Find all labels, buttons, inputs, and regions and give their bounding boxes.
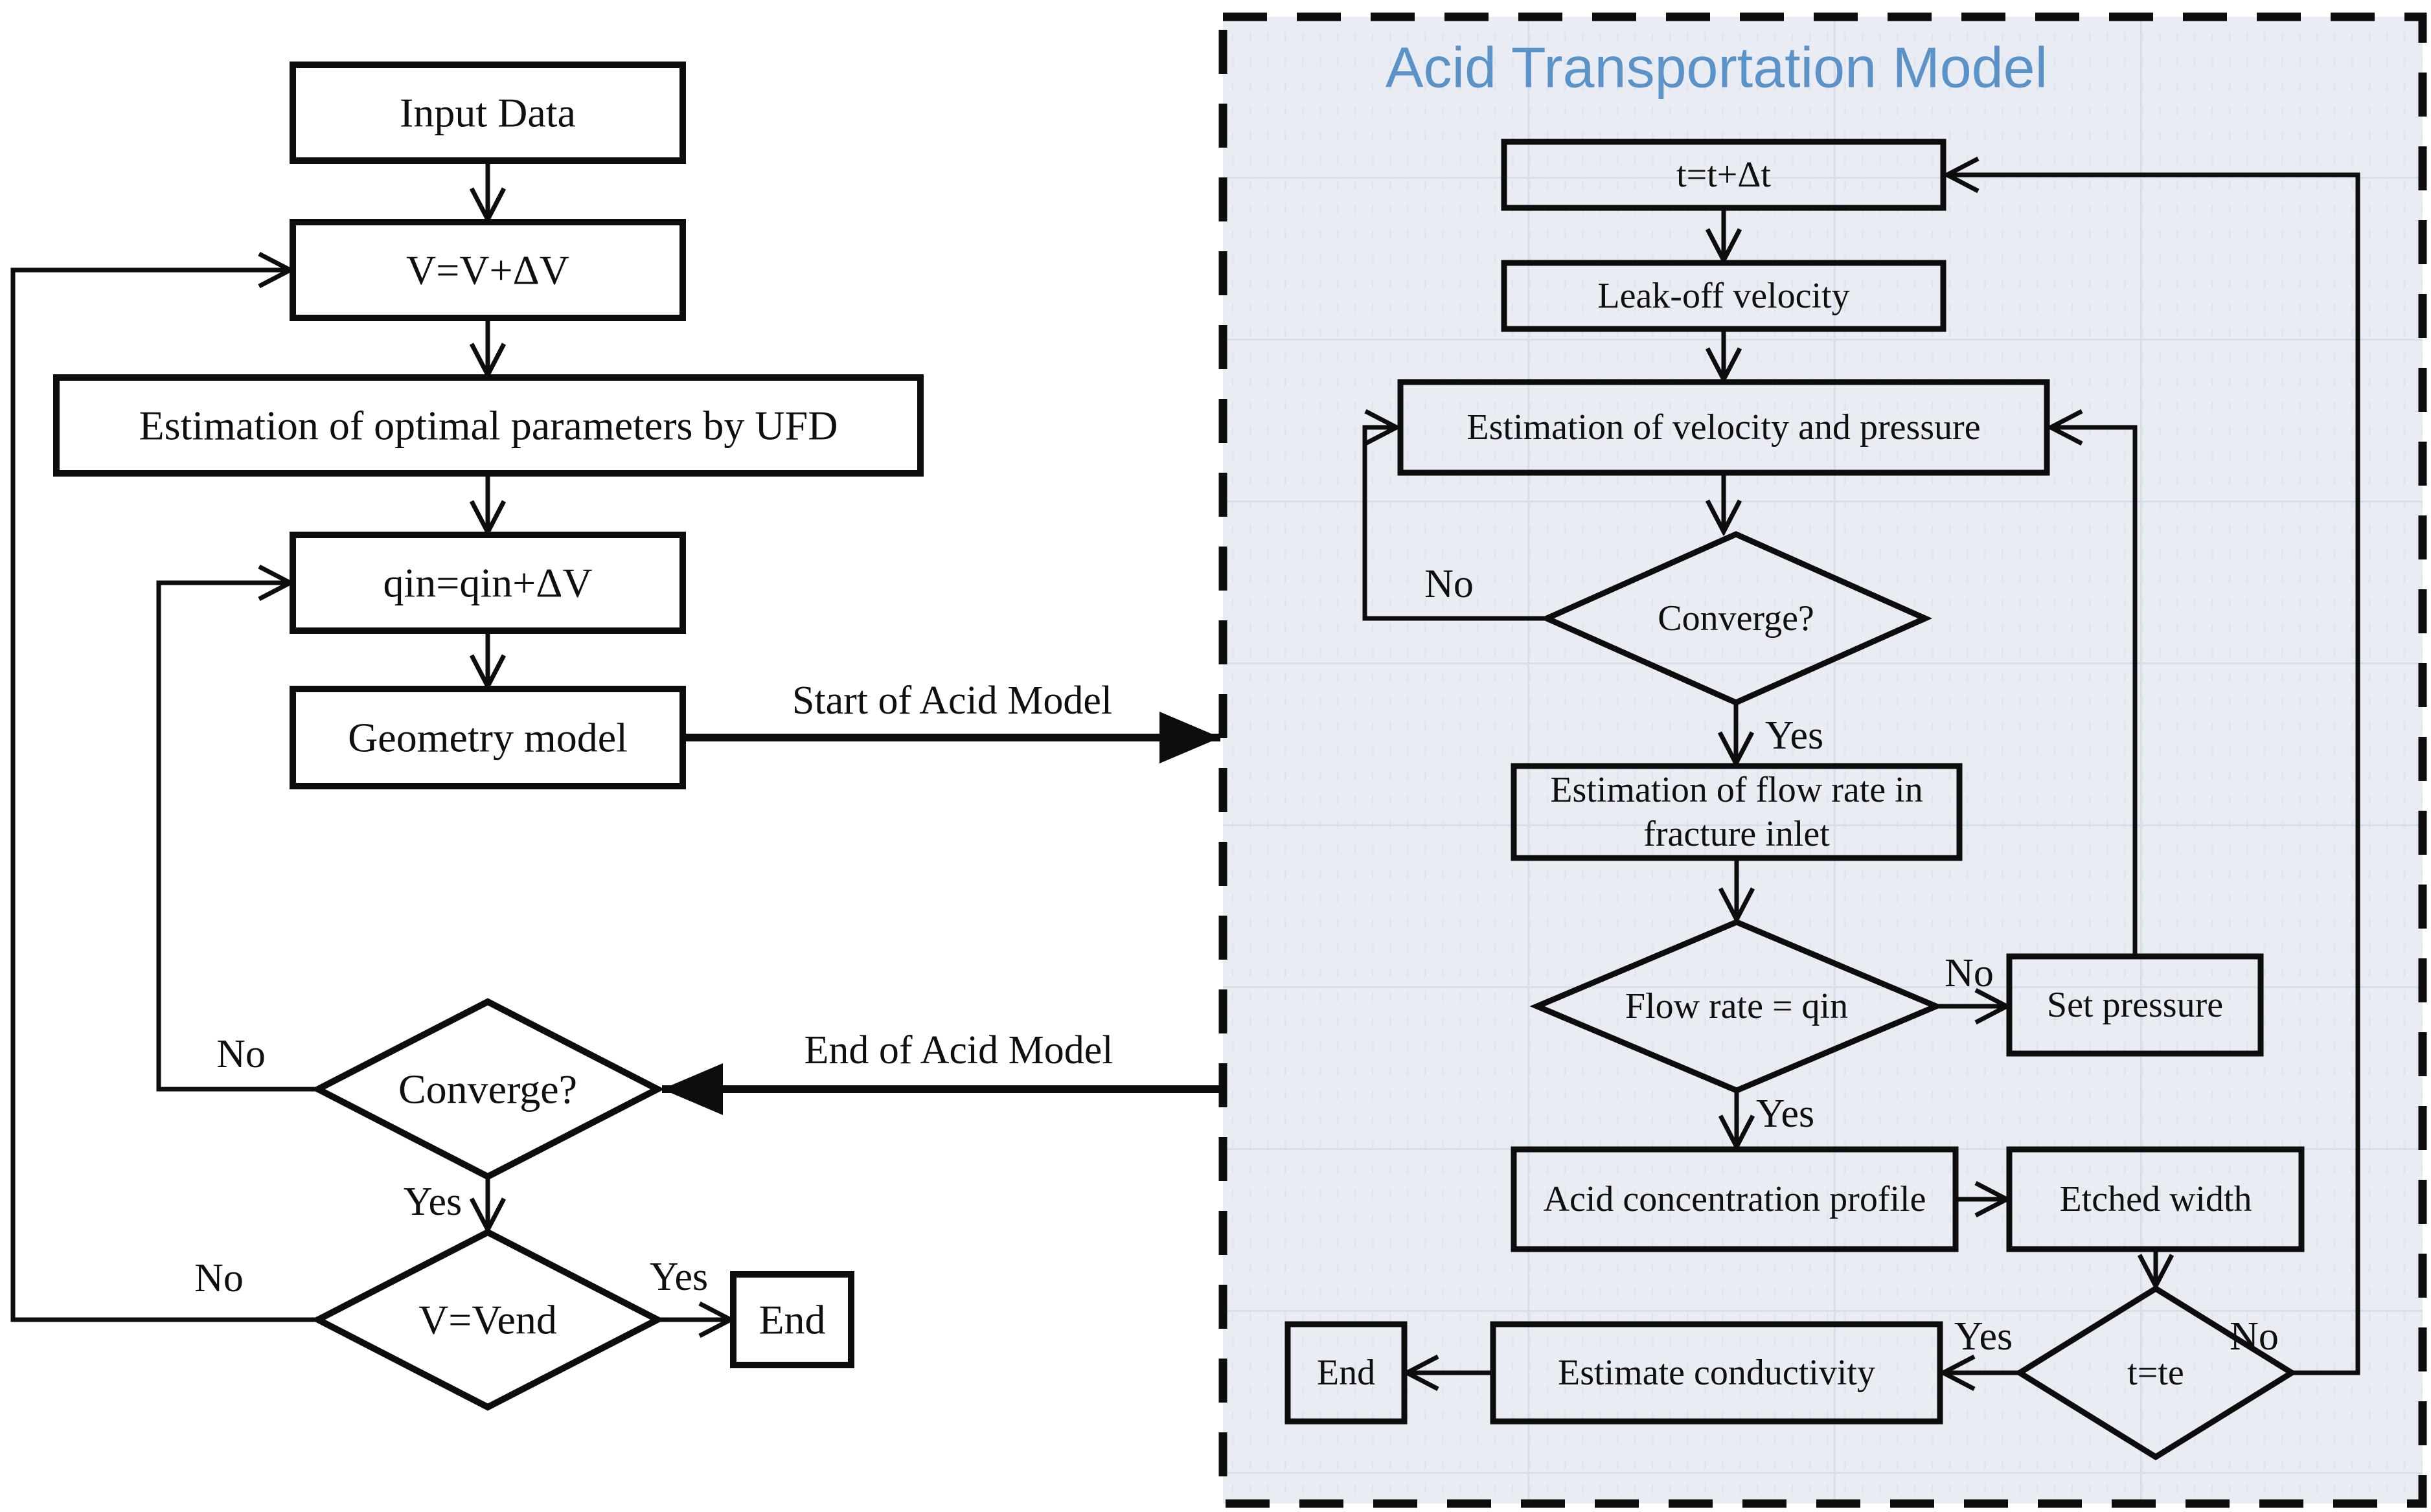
node-ufd-estimation: Estimation of optimal parameters by UFD xyxy=(53,374,924,477)
label-flowrate-no: No xyxy=(1945,951,1994,995)
v-increment-box xyxy=(290,219,686,321)
node-t-end-decision: t=te xyxy=(2014,1285,2298,1461)
node-flow-inlet: Estimation of flow rate in fracture inle… xyxy=(1511,763,1963,861)
label-flowrate-yes: Yes xyxy=(1756,1092,1814,1136)
t-end-diamond xyxy=(2014,1285,2298,1461)
label-convergeright-yes: Yes xyxy=(1765,714,1823,758)
leak-off-box xyxy=(1501,260,1946,332)
ufd-box xyxy=(53,374,924,477)
leak-off-label: Leak-off velocity xyxy=(1597,276,1849,316)
end-left-box xyxy=(730,1271,854,1368)
input-data-label: Input Data xyxy=(400,90,576,136)
acid-profile-label: Acid concentration profile xyxy=(1544,1179,1926,1219)
node-velocity-pressure: Estimation of velocity and pressure xyxy=(1397,379,2050,476)
etched-width-box xyxy=(2006,1146,2305,1252)
geometry-label: Geometry model xyxy=(348,715,628,761)
edge-tte-no-loop xyxy=(1947,175,2360,1375)
label-start-of-acid-model: Start of Acid Model xyxy=(792,679,1112,723)
node-input-data: Input Data xyxy=(290,62,686,164)
v-end-diamond xyxy=(311,1228,665,1411)
converge-right-diamond xyxy=(1539,531,1933,706)
flow-rate-label: Flow rate = qin xyxy=(1625,986,1848,1026)
velocity-pressure-label: Estimation of velocity and pressure xyxy=(1467,407,1980,447)
flow-inlet-box xyxy=(1511,763,1963,861)
etched-width-label: Etched width xyxy=(2059,1179,2252,1219)
acid-profile-box xyxy=(1511,1146,1959,1252)
velocity-pressure-box xyxy=(1397,379,2050,476)
node-estimate-conductivity: Estimate conductivity xyxy=(1490,1321,1943,1425)
node-acid-profile: Acid concentration profile xyxy=(1511,1146,1959,1252)
node-t-increment: t=t+Δt xyxy=(1501,139,1946,211)
edge-convergeleft-no-loop xyxy=(156,583,318,1092)
t-end-label: t=te xyxy=(2127,1353,2184,1393)
edge-setpressure-loop xyxy=(2051,427,2138,956)
left-flow-edges xyxy=(10,161,1223,1322)
end-left-label: End xyxy=(759,1297,825,1343)
node-geometry-model: Geometry model xyxy=(290,686,686,789)
acid-transportation-panel: Acid Transportation Model xyxy=(1218,12,2427,1508)
edge-vend-no-loop xyxy=(10,270,318,1322)
end-right-label: End xyxy=(1317,1353,1375,1393)
node-converge-left: Converge? xyxy=(311,998,665,1180)
end-right-box xyxy=(1284,1321,1408,1425)
node-flow-rate-decision: Flow rate = qin xyxy=(1529,919,1944,1094)
panel-title: Acid Transportation Model xyxy=(1386,36,2048,100)
t-increment-box xyxy=(1501,139,1946,211)
estimate-conductivity-box xyxy=(1490,1321,1943,1425)
set-pressure-box xyxy=(2006,953,2264,1057)
label-vend-yes: Yes xyxy=(650,1255,708,1299)
qin-box xyxy=(290,532,686,634)
geometry-box xyxy=(290,686,686,789)
flow-rate-diamond xyxy=(1529,919,1944,1094)
input-data-box xyxy=(290,62,686,164)
estimate-conductivity-label: Estimate conductivity xyxy=(1558,1353,1875,1393)
flow-inlet-label-line2: fracture inlet xyxy=(1643,814,1830,854)
node-converge-right: Converge? xyxy=(1539,531,1933,706)
node-v-end-decision: V=Vend xyxy=(311,1228,665,1411)
converge-left-label: Converge? xyxy=(398,1066,577,1112)
label-convergeleft-no: No xyxy=(216,1032,266,1076)
v-increment-label: V=V+ΔV xyxy=(406,247,569,293)
node-qin-increment: qin=qin+ΔV xyxy=(290,532,686,634)
t-increment-label: t=t+Δt xyxy=(1676,155,1771,195)
node-end-right: End xyxy=(1284,1321,1408,1425)
right-flow-nodes: t=t+Δt Leak-off velocity Estimation of v… xyxy=(1284,139,2305,1461)
node-etched-width: Etched width xyxy=(2006,1146,2305,1252)
right-flow-edges xyxy=(1362,175,2360,1375)
label-convergeright-no: No xyxy=(1424,562,1474,606)
qin-label: qin=qin+ΔV xyxy=(383,560,592,606)
edge-labels: Start of Acid Model End of Acid Model No… xyxy=(194,562,2279,1359)
node-set-pressure: Set pressure xyxy=(2006,953,2264,1057)
edge-convergeright-no-loop xyxy=(1362,427,1547,621)
label-end-of-acid-model: End of Acid Model xyxy=(805,1028,1113,1072)
panel-gridlines xyxy=(1223,17,2423,1504)
set-pressure-label: Set pressure xyxy=(2047,985,2223,1025)
node-v-increment: V=V+ΔV xyxy=(290,219,686,321)
converge-right-label: Converge? xyxy=(1658,598,1814,638)
label-tte-yes: Yes xyxy=(1954,1315,2013,1359)
v-end-label: V=Vend xyxy=(418,1297,557,1343)
ufd-label: Estimation of optimal parameters by UFD xyxy=(139,403,838,449)
converge-left-diamond xyxy=(311,998,665,1180)
left-flow-nodes: Input Data V=V+ΔV Estimation of optimal … xyxy=(53,62,924,1411)
panel-dashed-border xyxy=(1218,12,2427,1508)
label-convergeleft-yes: Yes xyxy=(404,1180,462,1224)
flow-inlet-label-line1: Estimation of flow rate in xyxy=(1550,770,1923,810)
label-vend-no: No xyxy=(194,1256,244,1300)
node-leak-off-velocity: Leak-off velocity xyxy=(1501,260,1946,332)
node-end-left: End xyxy=(730,1271,854,1368)
